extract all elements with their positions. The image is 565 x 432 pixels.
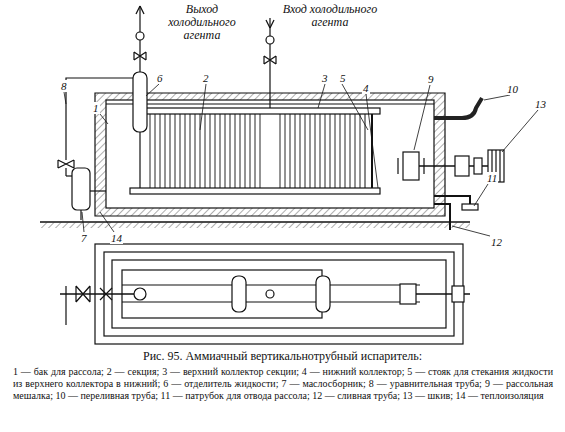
tube-stroke (360, 114, 361, 188)
upper-collector (140, 108, 380, 114)
equalizing-pipe (66, 78, 133, 160)
callout-number: 6 (156, 72, 164, 84)
callout-number: 3 (321, 72, 329, 84)
plan-insulation (95, 244, 463, 344)
tube-stroke (190, 114, 191, 188)
flow-label: Выход холодильного агента (152, 3, 252, 43)
lower-collector (130, 188, 380, 194)
tube-stroke (180, 114, 181, 188)
brine-tank (106, 100, 434, 208)
tube-stroke (205, 114, 206, 188)
liquid-separator (133, 72, 147, 132)
tube-stroke (235, 114, 236, 188)
legend-text: 1 — бак для рассола; 2 — секция; 3 — вер… (13, 366, 553, 402)
flow-label: Вход холодильного агента (280, 3, 380, 29)
tube-stroke (170, 114, 171, 188)
section-tubes (150, 114, 360, 188)
overflow-pipe (434, 98, 482, 118)
tube-stroke (280, 114, 281, 188)
callout-number: 7 (80, 232, 88, 244)
tube-stroke (350, 114, 351, 188)
tube-stroke (295, 114, 296, 188)
tube-stroke (245, 114, 246, 188)
tube-stroke (165, 114, 166, 188)
tube-stroke (290, 114, 291, 188)
tube-stroke (345, 114, 346, 188)
tube-stroke (220, 114, 221, 188)
tube-stroke (230, 114, 231, 188)
tube-stroke (335, 114, 336, 188)
tube-stroke (210, 114, 211, 188)
callout-number: 10 (506, 83, 519, 95)
tube-stroke (330, 114, 331, 188)
tube-stroke (310, 114, 311, 188)
tube-stroke (320, 114, 321, 188)
tube-stroke (340, 114, 341, 188)
brine-mixer (403, 152, 419, 180)
callout-number: 12 (490, 236, 503, 248)
tube-stroke (305, 114, 306, 188)
callout-number: 9 (427, 73, 435, 85)
tube-stroke (255, 114, 256, 188)
tube-stroke (250, 114, 251, 188)
tube-stroke (160, 114, 161, 188)
callout-number: 5 (339, 72, 347, 84)
tube-stroke (155, 114, 156, 188)
tube-stroke (315, 114, 316, 188)
tube-stroke (260, 114, 261, 188)
tube-stroke (240, 114, 241, 188)
callout-number: 1 (92, 102, 100, 114)
tube-stroke (300, 114, 301, 188)
tube-stroke (355, 114, 356, 188)
tube-stroke (215, 114, 216, 188)
figure-caption: Рис. 95. Аммиачный вертикальнотрубный ис… (0, 350, 565, 363)
oil-collector (72, 168, 90, 210)
callout-number: 14 (110, 232, 123, 244)
tube-stroke (285, 114, 286, 188)
tube-stroke (185, 114, 186, 188)
callout-number: 2 (202, 72, 210, 84)
callout-number: 11 (486, 172, 498, 184)
callout-number: 4 (362, 82, 370, 94)
tube-stroke (150, 114, 151, 188)
callout-number: 13 (534, 98, 547, 110)
tube-stroke (225, 114, 226, 188)
tube-stroke (175, 114, 176, 188)
tube-stroke (195, 114, 196, 188)
callout-number: 8 (60, 80, 68, 92)
tube-stroke (325, 114, 326, 188)
